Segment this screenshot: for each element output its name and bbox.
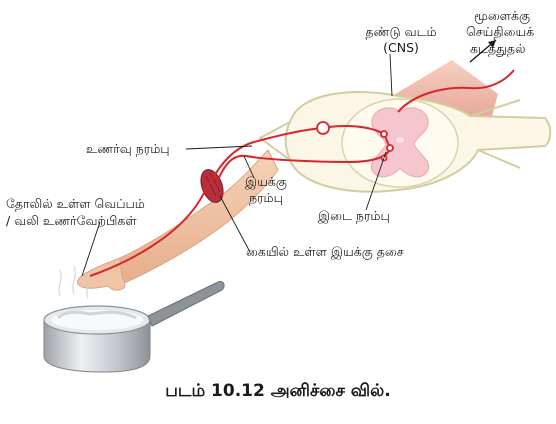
motor-nerve-path <box>217 147 391 181</box>
saucepan <box>43 281 225 373</box>
label-motor-nerve-line1: இயக்கு <box>245 174 287 189</box>
label-receptor-line1: தோலில் உள்ள வெப்பம் <box>6 196 145 211</box>
label-motor-nerve-line2: நரம்பு <box>249 190 283 205</box>
dorsal-root-ganglion <box>316 121 330 135</box>
ascending-path <box>397 69 515 113</box>
label-cns: (CNS) <box>383 40 419 55</box>
hand <box>77 257 126 291</box>
label-brain-line1: மூளைக்கு <box>474 8 530 23</box>
label-effector-muscle: கையில் உள்ள இயக்கு தசை <box>246 244 404 259</box>
label-brain-line2: செய்தியைக் <box>466 24 535 39</box>
label-brain-line3: கடத்துதல் <box>470 41 526 56</box>
saucepan-handle <box>147 281 225 327</box>
label-interneuron: இடை நரம்பு <box>318 208 390 223</box>
figure-caption: படம் 10.12 அனிச்சை வில். <box>165 381 391 401</box>
label-receptor-line2: / வலி உணர்வேற்பிகள் <box>6 213 137 228</box>
nerve-pathways <box>89 69 515 277</box>
label-sensory-nerve: உணர்வு நரம்பு <box>86 141 170 156</box>
leader-lines <box>81 53 393 277</box>
steam <box>58 265 90 299</box>
synapse-node <box>386 144 394 152</box>
sensory-nerve-path <box>89 125 385 277</box>
label-spinal-cord: தண்டு வடம் <box>365 24 437 39</box>
spinal-cord <box>258 60 552 193</box>
synapse-node <box>380 130 388 138</box>
